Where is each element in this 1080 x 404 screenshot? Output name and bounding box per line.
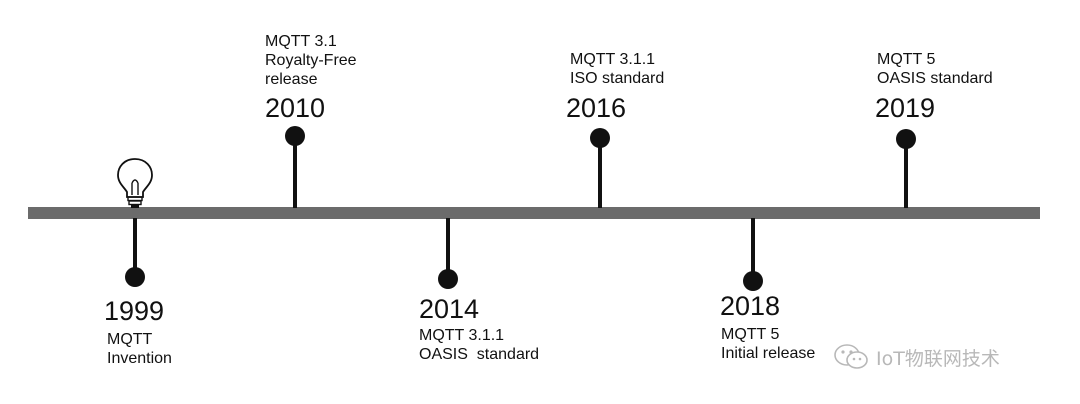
event-2019-description: MQTT 5 OASIS standard [877,50,993,88]
event-2010-line-2: Royalty-Free [265,52,357,69]
event-2016-line-1: MQTT 3.1.1 [570,51,656,68]
event-1999-stem [133,218,137,270]
event-1999-line-2: Invention [107,350,172,367]
event-2010-year: 2010 [265,93,326,123]
watermark-text: IoT物联网技术 [876,347,1000,370]
event-2018-description: MQTT 5 Initial release [721,325,815,363]
event-2018-year: 2018 [720,291,781,321]
event-2019-marker [896,129,916,149]
event-2014-year: 2014 [419,294,480,324]
event-2016-marker [590,128,610,148]
event-1999-marker [125,267,145,287]
event-2014-line-1: MQTT 3.1.1 [419,327,505,344]
lightbulb-icon [117,158,153,208]
event-2016-year: 2016 [566,93,627,123]
event-2016-stem [598,142,602,208]
event-2010-description: MQTT 3.1 Royalty-Free release [265,32,357,89]
event-2016-description: MQTT 3.1.1 ISO standard [570,50,664,88]
event-2010-line-1: MQTT 3.1 [265,33,337,50]
event-2018-line-2: Initial release [721,345,816,362]
event-2010-line-3: release [265,71,318,88]
event-2019-line-2: OASIS standard [877,70,993,87]
event-1999-line-1: MQTT [107,331,153,348]
timeline-axis [28,207,1040,219]
event-1999-description: MQTT Invention [107,330,172,368]
event-2016-line-2: ISO standard [570,70,665,87]
event-2018-stem [751,218,755,274]
event-2019-year: 2019 [875,93,936,123]
wechat-icon [834,344,868,369]
event-2018-marker [743,271,763,291]
event-1999-year: 1999 [104,296,165,326]
event-2014-stem [446,218,450,272]
event-2018-line-1: MQTT 5 [721,326,780,343]
event-2010-marker [285,126,305,146]
event-2019-stem [904,143,908,208]
event-2014-marker [438,269,458,289]
event-2019-line-1: MQTT 5 [877,51,936,68]
event-2010-stem [293,140,297,208]
event-2014-line-2: OASIS standard [419,346,540,363]
event-2014-description: MQTT 3.1.1 OASIS standard [419,326,539,364]
watermark: IoT物联网技术 [828,340,1004,374]
